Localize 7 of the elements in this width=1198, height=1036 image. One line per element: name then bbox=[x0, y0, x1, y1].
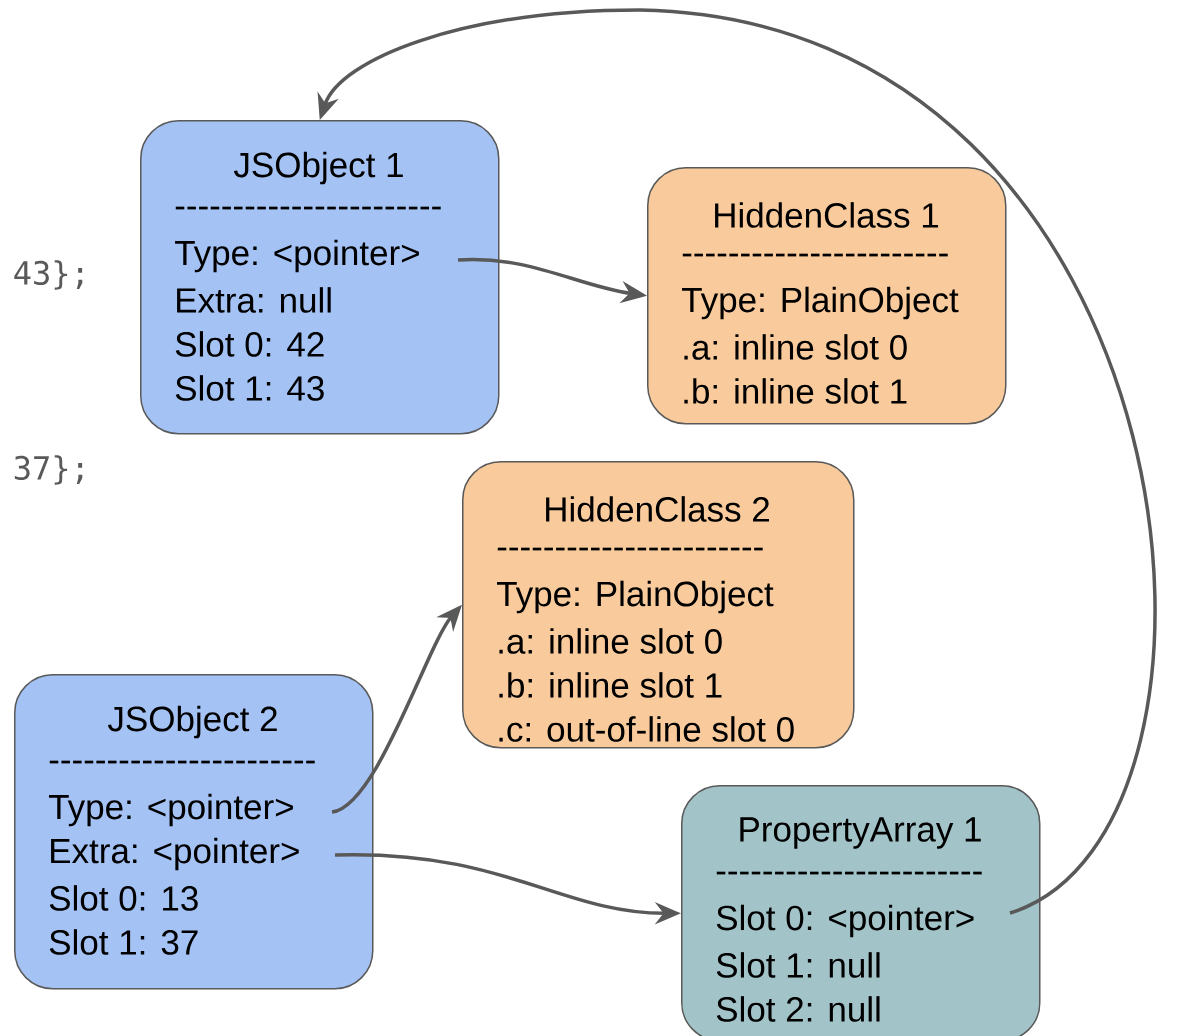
code-fragment: 43}; bbox=[14, 260, 83, 290]
object-box: JSObject 1 ----------------------- Type: <pointer> Extra: null Slot 0: 42 Slot 1: 43 bbox=[140, 120, 500, 435]
code-fragment: 37}; bbox=[14, 455, 83, 485]
object-box: PropertyArray 1 ----------------------- Slot 0: <pointer> Slot 1: null Slot 2: null bbox=[681, 785, 1041, 1036]
object-box: HiddenClass 1 ----------------------- Type: PlainObject .a: inline slot 0 .b: inline slot 1 bbox=[647, 167, 1007, 425]
object-box: JSObject 2 ----------------------- Type: <pointer> Extra: <pointer> Slot 0: 13 Slot 1: 37 bbox=[14, 674, 374, 990]
object-box: HiddenClass 2 ----------------------- Type: PlainObject .a: inline slot 0 .b: inline slot 1 .c: out-of-line slot 0 bbox=[462, 461, 855, 749]
